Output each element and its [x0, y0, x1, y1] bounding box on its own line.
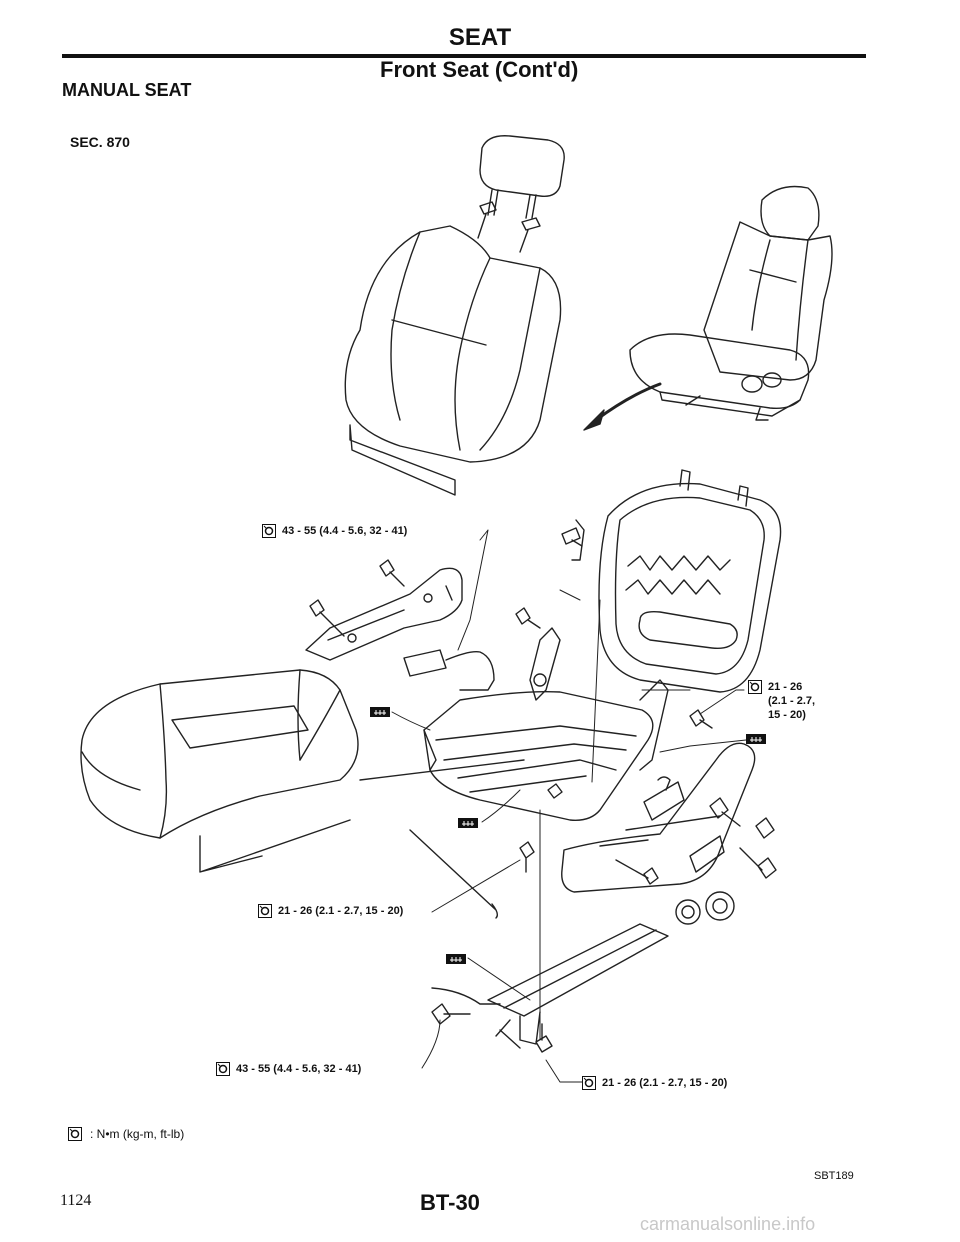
page-subtitle: Front Seat (Cont'd): [380, 57, 579, 82]
seatback-frame: [561, 469, 782, 693]
grease-point-icon: [446, 954, 466, 964]
adjuster-rod: [409, 829, 499, 919]
section-title: MANUAL SEAT: [62, 80, 192, 100]
tightening-torque-icon: [262, 524, 276, 538]
page-code: BT-30: [420, 1190, 480, 1215]
assembled-seat: [629, 185, 833, 421]
leader-lines: [391, 529, 747, 1083]
torque-callout-bottom: 21 - 26 (2.1 - 2.7, 15 - 20): [582, 1076, 727, 1090]
torque-callout-rail: 43 - 55 (4.4 - 5.6, 32 - 41): [216, 1062, 361, 1076]
seatback: [344, 225, 562, 496]
grease-point-icon: [458, 818, 478, 828]
torque-callout-backrest: 43 - 55 (4.4 - 5.6, 32 - 41): [262, 524, 407, 538]
torque-callout-middle: 21 - 26 (2.1 - 2.7, 15 - 20): [258, 904, 403, 918]
torque-legend: : N•m (kg-m, ft-lb): [68, 1127, 184, 1141]
torque-value: 43 - 55 (4.4 - 5.6, 32 - 41): [236, 1063, 362, 1075]
tightening-torque-icon: [258, 904, 272, 918]
page-number: 1124: [60, 1192, 92, 1209]
legend-text: : N•m (kg-m, ft-lb): [90, 1127, 185, 1141]
grease-point-icon: [370, 707, 390, 717]
torque-value-line1: 21 - 26: [768, 681, 803, 693]
tightening-torque-icon: [68, 1127, 82, 1141]
headrest: [479, 135, 565, 219]
watermark: carmanualsonline.info: [640, 1214, 816, 1234]
cushion-frame: [423, 627, 669, 821]
headrest-guides: [477, 201, 541, 253]
grease-point-icon: [746, 734, 766, 744]
sec-code: SEC. 870: [70, 134, 130, 150]
inner-side-cover: [305, 567, 463, 661]
tightening-torque-icon: [582, 1076, 596, 1090]
outer-side-cover: [561, 742, 756, 893]
recliner-knobs: [675, 891, 735, 925]
header-rule: [62, 54, 866, 58]
bolts: [309, 559, 777, 1053]
page-title: SEAT: [448, 24, 512, 51]
figure-code: SBT189: [814, 1170, 854, 1182]
reference-arrow: [594, 382, 662, 422]
seat-belt-buckle: [403, 649, 495, 691]
tightening-torque-icon: [216, 1062, 230, 1076]
seat-slide-rail: [431, 923, 669, 1049]
tightening-torque-icon: [748, 680, 762, 694]
seat-cushion: [80, 669, 525, 873]
torque-value-line3: 15 - 20): [768, 709, 806, 721]
torque-value-line2: (2.1 - 2.7,: [768, 695, 816, 707]
torque-value: 21 - 26 (2.1 - 2.7, 15 - 20): [602, 1077, 728, 1089]
torque-callout-right: 21 - 26 (2.1 - 2.7, 15 - 20): [748, 680, 815, 722]
torque-value: 21 - 26 (2.1 - 2.7, 15 - 20): [278, 905, 404, 917]
torque-value: 43 - 55 (4.4 - 5.6, 32 - 41): [282, 525, 408, 537]
